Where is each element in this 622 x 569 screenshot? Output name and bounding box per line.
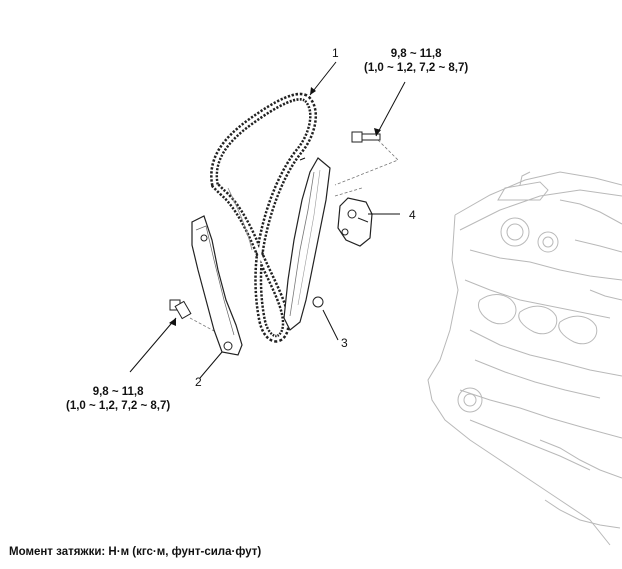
callout-part-4: 4 [409, 208, 416, 222]
callout-part-2: 2 [195, 375, 202, 389]
torque-spec-top-value: 9,8 ~ 11,8 [390, 48, 442, 60]
chain-tensioner [337, 197, 373, 247]
torque-spec-top-conversion: (1,0 ~ 1,2, 7,2 ~ 8,7) [364, 62, 469, 74]
callout-part-1: 1 [332, 46, 339, 60]
tensioner-bolt [351, 131, 381, 143]
torque-spec-left: 9,8 ~ 11,8 (1,0 ~ 1,2, 7,2 ~ 8,7) [66, 385, 170, 413]
arrowheads [169, 87, 381, 326]
leader-lines [129, 61, 406, 379]
torque-spec-top: 9,8 ~ 11,8 (1,0 ~ 1,2, 7,2 ~ 8,7) [364, 47, 468, 75]
tensioner-arm [283, 157, 331, 331]
torque-units-note: Момент затяжки: Н·м (кгс·м, фунт-сила·фу… [9, 546, 262, 558]
engine-block-outline [427, 171, 622, 546]
guide-bolt [169, 299, 192, 320]
chain-guide [191, 215, 243, 356]
timing-chain [210, 92, 318, 343]
torque-spec-left-value: 9,8 ~ 11,8 [92, 386, 144, 398]
torque-spec-left-conversion: (1,0 ~ 1,2, 7,2 ~ 8,7) [66, 400, 171, 412]
callout-part-3: 3 [341, 336, 348, 350]
